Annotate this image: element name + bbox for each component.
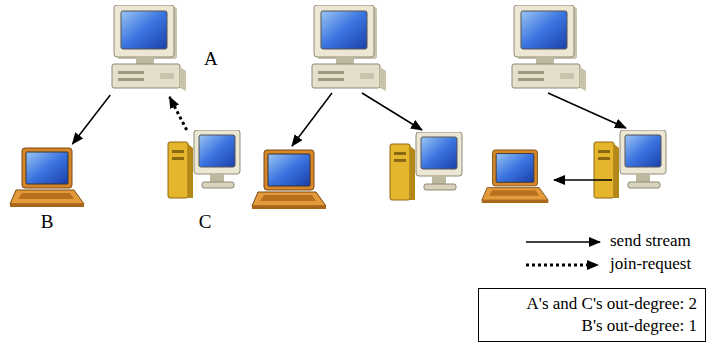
legend-label: join-request	[610, 254, 691, 274]
stream-arrow	[554, 179, 612, 181]
computer-icon	[166, 130, 244, 200]
peer-computer: C	[166, 130, 246, 232]
stream-arrow	[292, 93, 332, 146]
note-text: A's and C's out-degree: 2	[487, 293, 697, 315]
legend-dotted-arrow	[526, 264, 598, 267]
laptop-icon	[8, 146, 86, 208]
node-label: B	[41, 212, 54, 231]
legend-label: send stream	[610, 231, 691, 251]
stream-arrows	[292, 93, 626, 180]
node-label: A	[204, 49, 218, 68]
note-box: A's and C's out-degree: 2B's out-degree:…	[478, 288, 706, 342]
laptop-computer	[482, 150, 548, 203]
stream-arrow	[72, 95, 110, 144]
desktop-computer	[312, 5, 386, 91]
node-label: C	[199, 212, 212, 231]
peer-computers	[252, 5, 666, 209]
stream-arrow	[548, 93, 626, 128]
peer-laptop: B	[8, 146, 86, 232]
note-text: B's out-degree: 1	[487, 315, 697, 337]
join-request-arrow	[170, 97, 187, 130]
legend-solid-arrow	[526, 241, 600, 243]
stream-arrow	[362, 93, 422, 130]
laptop-computer	[252, 150, 326, 209]
legend-samples	[526, 242, 600, 265]
desktop-computer	[594, 130, 666, 198]
desktop-computer	[390, 132, 462, 200]
peer-computer: A	[100, 5, 220, 97]
desktop-computer	[512, 5, 586, 91]
computer-icon	[100, 5, 190, 95]
